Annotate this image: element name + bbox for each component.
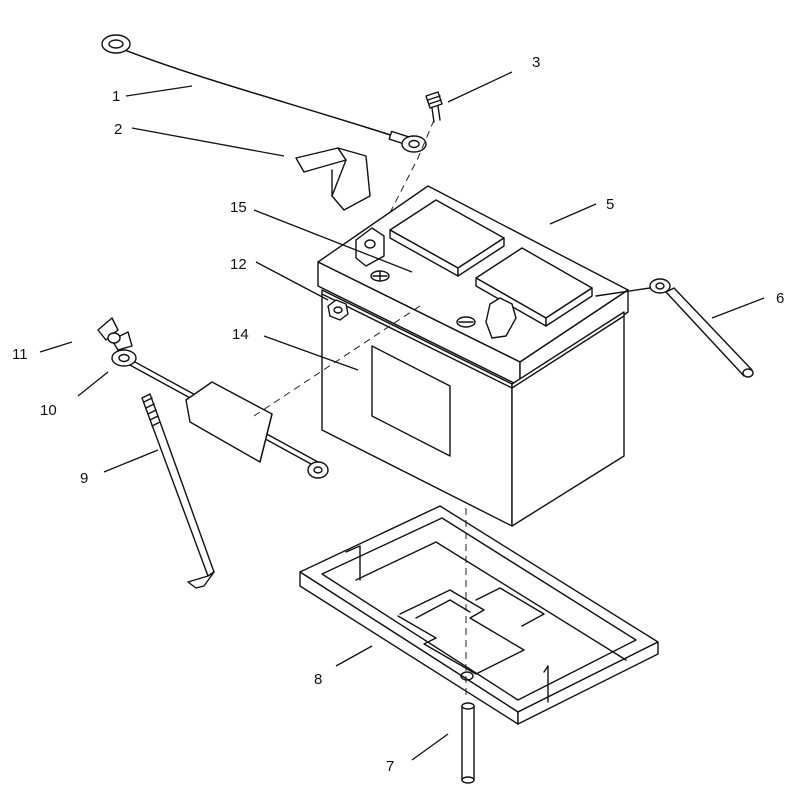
leader-lines bbox=[39, 71, 765, 761]
part-1-battery-cable bbox=[101, 34, 427, 153]
part-11-wing-nut bbox=[97, 317, 133, 351]
hold-down-alignment-line bbox=[253, 305, 421, 417]
callout-9: 9 bbox=[80, 470, 88, 487]
leader-10 bbox=[77, 371, 109, 397]
leader-12 bbox=[255, 261, 329, 301]
leader-14 bbox=[263, 335, 359, 371]
leader-5 bbox=[549, 203, 597, 225]
part-12-nut bbox=[327, 299, 349, 321]
callout-10: 10 bbox=[40, 402, 57, 419]
callout-12: 12 bbox=[230, 256, 247, 273]
leader-3 bbox=[447, 71, 513, 103]
callout-labels: 1 2 3 5 6 7 8 9 10 11 12 14 15 bbox=[12, 54, 784, 775]
leader-2 bbox=[131, 127, 285, 157]
part-6-negative-cable bbox=[595, 278, 754, 378]
part-7-spacer bbox=[461, 702, 475, 784]
callout-1: 1 bbox=[112, 88, 120, 105]
part-2-terminal-boot bbox=[295, 147, 371, 211]
leader-11 bbox=[39, 341, 73, 353]
leader-6 bbox=[711, 297, 765, 319]
part-5-battery bbox=[317, 185, 629, 527]
leader-1 bbox=[125, 85, 193, 97]
callout-5: 5 bbox=[606, 196, 614, 213]
part-3-bolt bbox=[425, 91, 443, 123]
callout-2: 2 bbox=[114, 121, 122, 138]
leader-8 bbox=[335, 645, 373, 667]
part-10-washer bbox=[111, 349, 137, 367]
part-9-j-bolt bbox=[141, 393, 215, 589]
callout-7: 7 bbox=[386, 758, 394, 775]
callout-15: 15 bbox=[230, 199, 247, 216]
part-15-terminal bbox=[355, 227, 517, 339]
callout-6: 6 bbox=[776, 290, 784, 307]
leader-15 bbox=[253, 209, 413, 273]
leader-7 bbox=[411, 733, 449, 761]
callout-8: 8 bbox=[314, 671, 322, 688]
callout-14: 14 bbox=[232, 326, 249, 343]
callout-3: 3 bbox=[532, 54, 540, 71]
leader-9 bbox=[103, 449, 159, 473]
part-8-battery-tray bbox=[299, 505, 659, 725]
callout-11: 11 bbox=[12, 346, 28, 363]
